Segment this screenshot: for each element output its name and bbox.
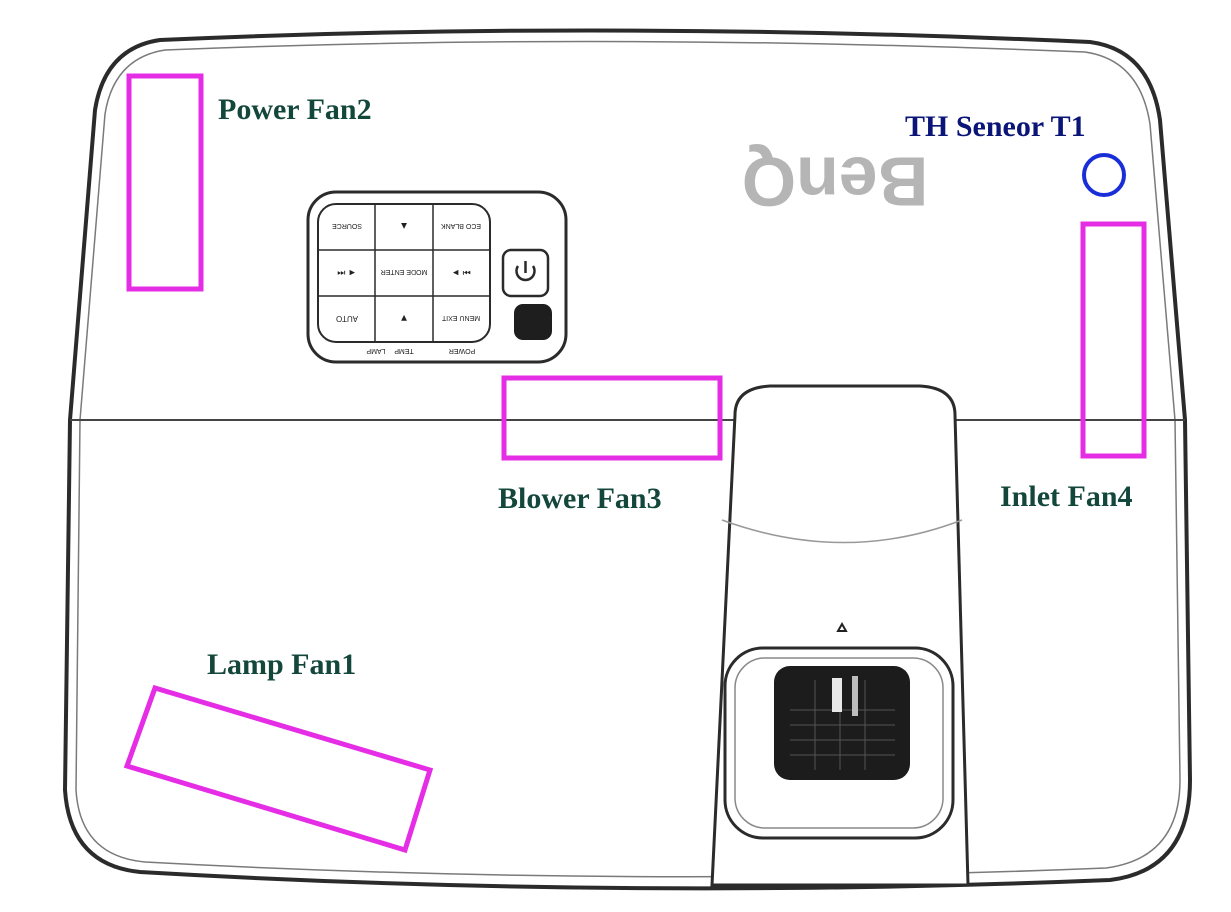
keypad-key-eco-blank: ECO BLANK — [441, 222, 481, 229]
inlet-fan4-marker — [1080, 221, 1147, 459]
keypad-label-lamp: LAMP — [366, 347, 385, 354]
keypad-key-left: ◄ ⏮ — [337, 268, 357, 278]
keypad-label-power: POWER — [449, 347, 475, 354]
th-sensor-t1-marker — [1082, 153, 1126, 197]
triangle-up-icon — [836, 621, 848, 632]
keypad-panel — [306, 190, 568, 364]
brand-logo: BenQ — [742, 143, 929, 221]
lens — [774, 666, 910, 780]
keypad-label-temp: TEMP — [394, 347, 414, 354]
keypad-grid — [317, 203, 491, 343]
blower-fan3-marker — [501, 375, 723, 461]
projector-body-inner-outline — [75, 40, 1181, 878]
dark-button — [514, 304, 552, 340]
keypad-key-source: SOURCE — [332, 222, 362, 229]
lens-bezel-inner — [734, 657, 944, 829]
keypad-key-up: ▲ — [399, 220, 409, 231]
lamp-fan1-marker — [123, 684, 434, 854]
keypad-key-auto: AUTO — [336, 314, 358, 323]
blower-fan3-label: Blower Fan3 — [498, 482, 662, 515]
projector-body-outline — [62, 28, 1193, 891]
power-fan2-marker — [126, 73, 204, 292]
power-icon — [515, 261, 536, 282]
keypad-key-mode-enter: MODE ENTER — [381, 268, 428, 275]
keypad-key-right: ⏭ ► — [451, 268, 471, 278]
keypad-key-down: ▼ — [399, 312, 409, 323]
keypad-key-menu-exit: MENU EXIT — [441, 314, 480, 321]
lamp-fan1-label: Lamp Fan1 — [207, 648, 357, 681]
inlet-fan4-label: Inlet Fan4 — [1000, 480, 1133, 513]
power-fan2-label: Power Fan2 — [218, 93, 372, 126]
lens-grille — [790, 680, 895, 770]
th-sensor-t1-label: TH Seneor T1 — [905, 110, 1086, 143]
